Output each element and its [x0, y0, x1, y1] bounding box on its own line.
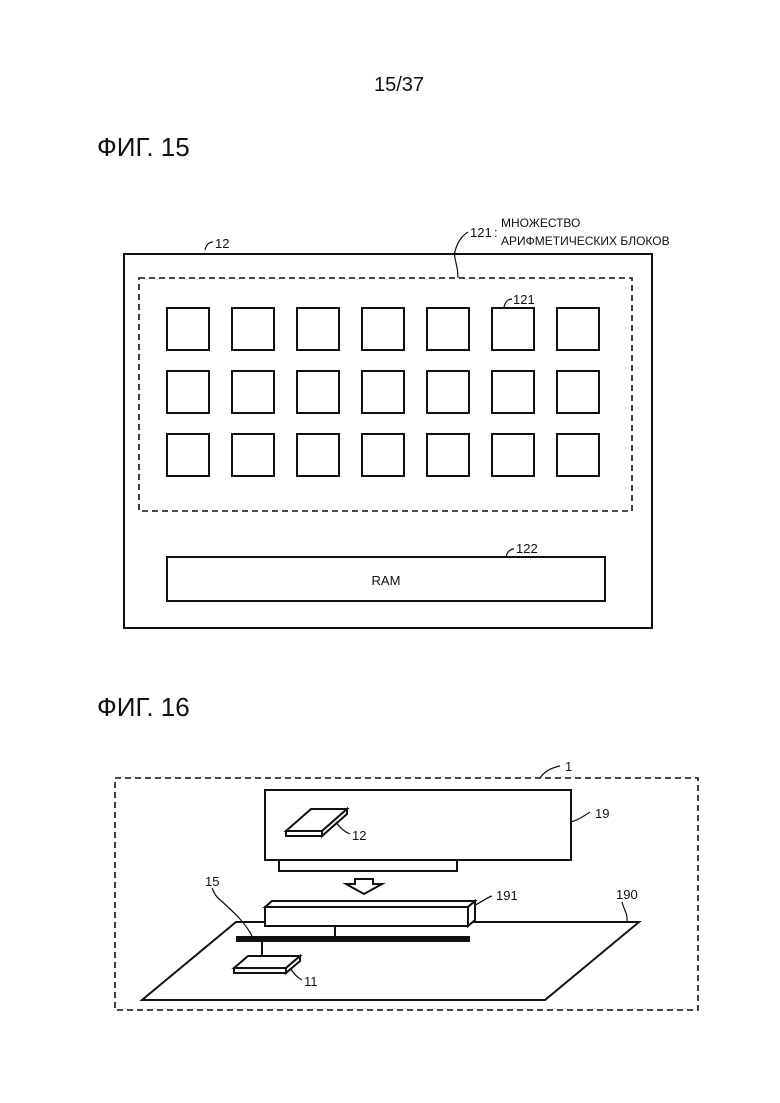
arithmetic-block [297, 308, 339, 350]
ram-text: RAM [372, 573, 401, 588]
arithmetic-block [492, 308, 534, 350]
arithmetic-block [232, 371, 274, 413]
arithmetic-block [557, 434, 599, 476]
connector-191-leader [475, 896, 492, 905]
arithmetic-block [427, 371, 469, 413]
arithmetic-block [167, 434, 209, 476]
arithmetic-block [492, 371, 534, 413]
ram-label: 122 [516, 541, 538, 556]
arithmetic-block [557, 371, 599, 413]
system-leader [540, 766, 560, 778]
mainboard-leader [622, 902, 627, 922]
arithmetic-block [167, 308, 209, 350]
mainboard-190 [142, 922, 639, 1000]
bus-15-label: 15 [205, 874, 219, 889]
fig15-title: ФИГ. 15 [97, 132, 190, 162]
arithmetic-block [427, 434, 469, 476]
insert-arrow-icon [346, 879, 382, 894]
board-19-leader [571, 812, 590, 822]
connector-191-label: 191 [496, 888, 518, 903]
block-label: 121 [513, 292, 535, 307]
plurality-label-line2: АРИФМЕТИЧЕСКИХ БЛОКОВ [501, 234, 670, 248]
board-19-label: 19 [595, 806, 609, 821]
arithmetic-block [297, 371, 339, 413]
arithmetic-block [557, 308, 599, 350]
arithmetic-block [362, 434, 404, 476]
plurality-label-num: 121 [470, 225, 492, 240]
system-label: 1 [565, 759, 572, 774]
mainboard-label: 190 [616, 887, 638, 902]
fig16-diagram: 1 19 12 190 191 15 11 [115, 759, 698, 1010]
chip-12-side [286, 831, 322, 836]
cpu-11-side [234, 968, 286, 973]
svg-text::: : [494, 225, 498, 240]
arithmetic-block [232, 434, 274, 476]
board-19-connector-edge [279, 860, 457, 871]
fig16-title: ФИГ. 16 [97, 692, 190, 722]
chip-12-leader [205, 242, 213, 250]
fig15-diagram: 12 121 : МНОЖЕСТВО АРИФМЕТИЧЕСКИХ БЛОКОВ… [124, 216, 670, 628]
plurality-label-line1: МНОЖЕСТВО [501, 216, 580, 230]
arithmetic-block [427, 308, 469, 350]
bus-15 [236, 936, 470, 942]
arithmetic-block [362, 308, 404, 350]
connector-191-front [265, 907, 468, 926]
arithmetic-block [492, 434, 534, 476]
arithmetic-block [167, 371, 209, 413]
chip-12-fig16-label: 12 [352, 828, 366, 843]
arithmetic-block [297, 434, 339, 476]
page-number: 15/37 [374, 74, 424, 96]
chip-12-label: 12 [215, 236, 229, 251]
arithmetic-block [362, 371, 404, 413]
arithmetic-block-grid [167, 308, 599, 476]
arithmetic-block [232, 308, 274, 350]
cpu-11-label: 11 [304, 974, 318, 989]
